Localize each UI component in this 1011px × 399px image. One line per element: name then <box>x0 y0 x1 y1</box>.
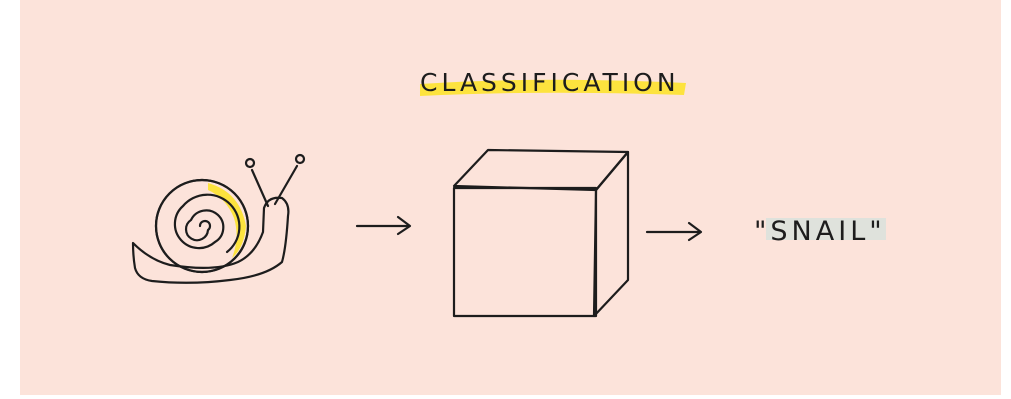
diagram-title: CLASSIFICATION <box>420 68 680 97</box>
output-label: "SNAIL" <box>754 216 886 247</box>
